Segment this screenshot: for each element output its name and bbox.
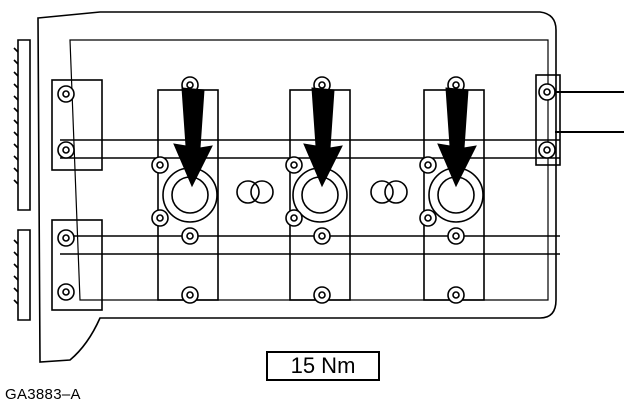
cam-cap-left-lower (51, 219, 103, 311)
torque-spec-label: 15 Nm (290, 353, 356, 378)
arrow-indicator-2 (303, 87, 343, 188)
torque-spec-box: 15 Nm (266, 351, 380, 381)
figure-id-label: GA3883–A (5, 386, 81, 403)
cam-cap-left-upper (51, 79, 103, 171)
arrow-indicator-3 (437, 87, 477, 188)
sprocket-teeth (13, 47, 19, 305)
camshaft-extension (555, 91, 624, 133)
camshaft-lower (60, 235, 560, 255)
sprocket-lower (17, 229, 31, 321)
arrow-indicator-1 (173, 87, 213, 188)
cam-cap-right (535, 74, 561, 166)
head-outline (37, 11, 557, 363)
head-inner-outline (69, 39, 549, 301)
sprocket-upper (17, 39, 31, 211)
